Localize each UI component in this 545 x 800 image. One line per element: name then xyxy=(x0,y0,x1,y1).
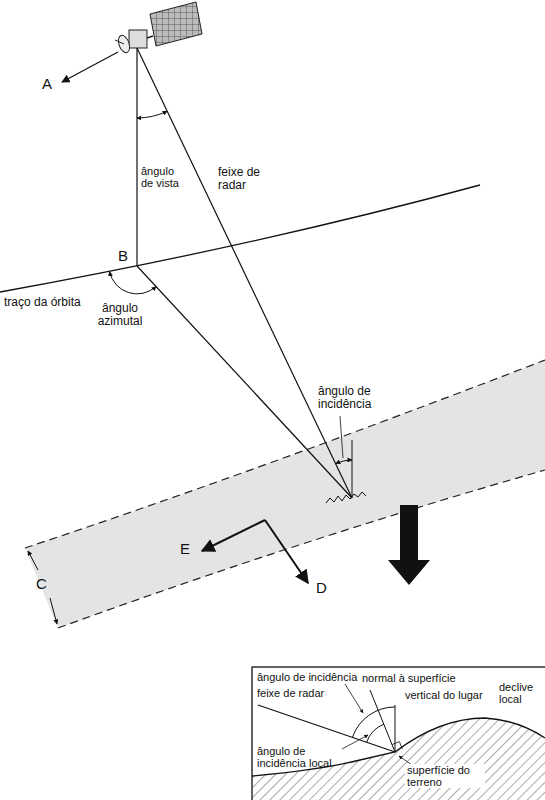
terrain xyxy=(252,718,545,800)
beam-label: feixe de radar xyxy=(257,687,324,699)
incidence-angle-arc xyxy=(336,460,352,464)
surface-label: superfície do terreno xyxy=(405,764,485,788)
inset-vertical xyxy=(395,705,396,752)
angle-label: ângulo de incidência local xyxy=(257,745,349,769)
beam-label: feixe de radar xyxy=(218,166,274,192)
flight-direction-arrow xyxy=(62,52,118,82)
slope-label: declive local xyxy=(499,681,541,705)
satellite-part xyxy=(129,30,147,48)
satellite-part xyxy=(150,2,202,46)
angle-label: ângulo de incidência xyxy=(318,385,402,411)
satellite-part xyxy=(147,36,153,38)
satellite-part xyxy=(115,40,124,44)
direction-arrow xyxy=(202,520,265,551)
local-vertical xyxy=(352,440,353,498)
angle-label: ângulo de vista xyxy=(141,165,187,189)
part-letter: C xyxy=(36,576,47,592)
inset-beam xyxy=(258,705,395,752)
swath-band-part xyxy=(58,470,545,628)
leader-line xyxy=(340,416,343,458)
azimuth-line xyxy=(137,266,352,498)
line-label: vertical do lugar xyxy=(405,689,483,701)
local-incidence-angle-arc xyxy=(367,724,384,742)
leader-line xyxy=(342,735,368,749)
ground-roughness xyxy=(326,492,366,503)
direction-letter: E xyxy=(180,541,190,557)
angle-label: ângulo azimutal xyxy=(88,302,152,328)
swath-band-part xyxy=(25,360,545,628)
nadir-line xyxy=(136,48,137,266)
inset-panel-part xyxy=(252,667,545,800)
look-angle-arc xyxy=(137,111,167,118)
incidence-angle-arc xyxy=(352,707,395,737)
part-letter: B xyxy=(118,248,128,264)
right-angle-mark xyxy=(392,742,402,749)
look-direction-arrow xyxy=(388,505,430,585)
inset-panel xyxy=(252,667,545,800)
part-letter: A xyxy=(42,76,52,92)
swath-band-part xyxy=(25,360,545,548)
angle-label: ângulo de incidência xyxy=(257,671,357,683)
swath-band xyxy=(25,360,545,628)
swath-width-arrow xyxy=(50,598,57,624)
surface-normal xyxy=(370,690,395,752)
direction-arrow xyxy=(265,520,308,583)
line-label: normal à superfície xyxy=(362,672,456,684)
azimuth-angle-arc xyxy=(110,272,156,294)
terrain-surface xyxy=(252,718,545,776)
leader-line xyxy=(345,684,363,713)
direction-letter: D xyxy=(316,580,327,596)
swath-width-arrow xyxy=(28,551,38,570)
track-label: traço da órbita xyxy=(4,296,81,309)
satellite xyxy=(115,2,202,54)
radar-beam xyxy=(137,48,352,498)
orbit-track xyxy=(0,185,480,292)
